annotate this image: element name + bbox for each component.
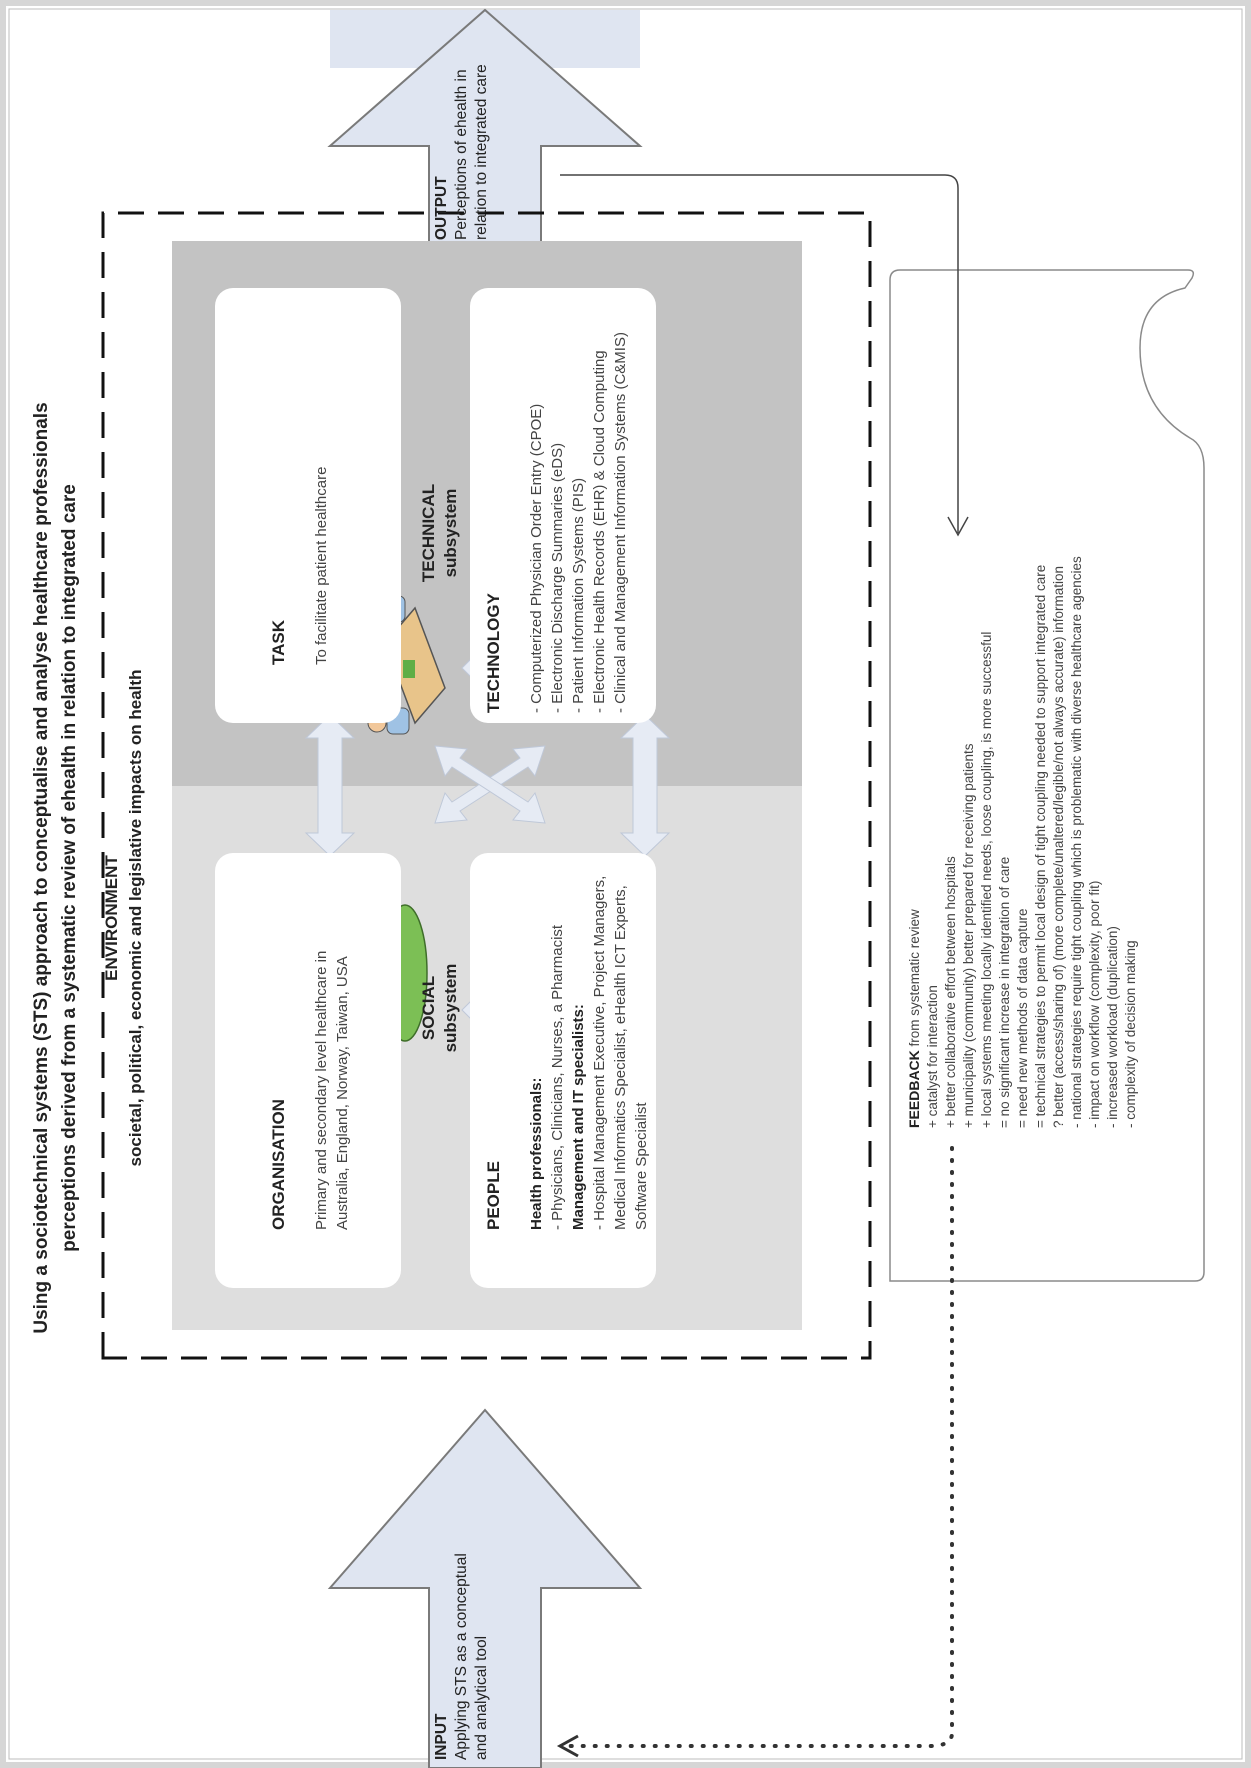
diagram-title: Using a sociotechnical systems (STS) app… [28,118,84,1618]
output-heading: OUTPUT [433,176,450,240]
output-line1: Perceptions of ehealth in [453,69,470,240]
output-label: OUTPUT Perceptions of ehealth in relatio… [432,0,492,240]
environment-boundary [101,211,872,1360]
feedback-arrowhead [947,516,969,537]
feedback-item: + catalyst for interaction [925,985,940,1128]
task-heading: TASK [269,619,288,665]
input-heading: INPUT [433,1713,450,1761]
input-dotted-arrowhead [556,1734,579,1758]
social-subsystem-label: SOCIAL subsystem [418,953,462,1063]
organisation-body: Primary and secondary level healthcare i… [313,950,351,1230]
technology-item: - Clinical and Management Information Sy… [612,332,629,713]
feedback-item: - national strategies require tight coup… [1069,556,1084,1128]
feedback-header: FEEDBACK from systematic review [905,438,924,1128]
technology-box: TECHNOLOGY - Computerized Physician Orde… [470,288,656,723]
social-subsystem-line1: SOCIAL [419,975,438,1041]
task-body: To facilitate patient healthcare [313,466,330,665]
people-group2-item: - Hospital Management Executive, Project… [591,875,650,1230]
organisation-heading: ORGANISATION [269,1099,288,1230]
technology-item: - Computerized Physician Order Entry (CP… [528,403,545,713]
people-group1-title: Health professionals: [528,1077,545,1230]
feedback-item: ? better (access/sharing of) (more compl… [1051,565,1066,1128]
technology-item: - Patient Information Systems (PIS) [570,477,587,713]
feedback-to-input-line [563,1146,954,1748]
title-line-2: perceptions derived from a systematic re… [59,484,80,1252]
people-heading: PEOPLE [484,1161,503,1230]
technical-subsystem-line2: subsystem [441,488,460,578]
input-line2: and analytical tool [473,1635,490,1760]
technology-item: - Electronic Discharge Summaries (eDS) [549,442,566,713]
feedback-item: - complexity of decision making [1123,940,1138,1128]
technical-subsystem-label: TECHNICAL subsystem [418,468,462,598]
technology-item: - Electronic Health Records (EHR) & Clou… [591,350,608,713]
feedback-item: + local systems meeting locally identifi… [979,631,994,1128]
feedback-item: = need new methods of data capture [1015,908,1030,1128]
feedback-panel: FEEDBACK from systematic review + cataly… [905,438,1140,1128]
social-subsystem-line2: subsystem [441,963,460,1053]
environment-heading: ENVIRONMENT [102,855,121,981]
diagonal-arrow-2 [434,745,546,824]
feedback-item: - impact on workflow (complexity, poor f… [1087,880,1102,1128]
people-group2-title: Management and IT specialists: [570,1004,587,1230]
feedback-item: - increased workload (duplication) [1105,926,1120,1128]
output-line2: relation to integrated care [473,64,490,240]
people-body: Health professionals: - Physicians, Clin… [526,850,652,1230]
feedback-item: + municipality (community) better prepar… [961,743,976,1128]
technology-list: - Computerized Physician Order Entry (CP… [526,293,631,713]
feedback-item: = no significant increase in integration… [997,856,1012,1128]
input-arrow [327,1408,643,1768]
title-line-1: Using a sociotechnical systems (STS) app… [31,402,52,1334]
people-box: PEOPLE Health professionals: - Physician… [470,853,656,1288]
feedback-heading-rest: from systematic review [907,909,922,1051]
output-to-feedback-line [560,174,959,533]
people-group1-item: - Physicians, Clinicians, Nurses, a Phar… [549,924,566,1230]
environment-description: societal, political, economic and legisl… [126,669,145,1167]
output-arrow-shape [327,8,643,249]
input-line1: Applying STS as a conceptual [453,1553,470,1760]
feedback-item: + better collaborative effort between ho… [943,856,958,1128]
feedback-item: = technical strategies to permit local d… [1033,564,1048,1128]
task-box: TASK To facilitate patient healthcare [215,288,401,723]
feedback-scroll [889,269,1205,1282]
environment-label: ENVIRONMENT societal, political, economi… [100,468,148,1368]
technical-subsystem-line1: TECHNICAL [419,483,438,583]
technology-heading: TECHNOLOGY [484,593,503,713]
feedback-heading: FEEDBACK [906,1050,922,1128]
organisation-box: ORGANISATION Primary and secondary level… [215,853,401,1288]
input-label: INPUT Applying STS as a conceptual and a… [432,1520,492,1760]
